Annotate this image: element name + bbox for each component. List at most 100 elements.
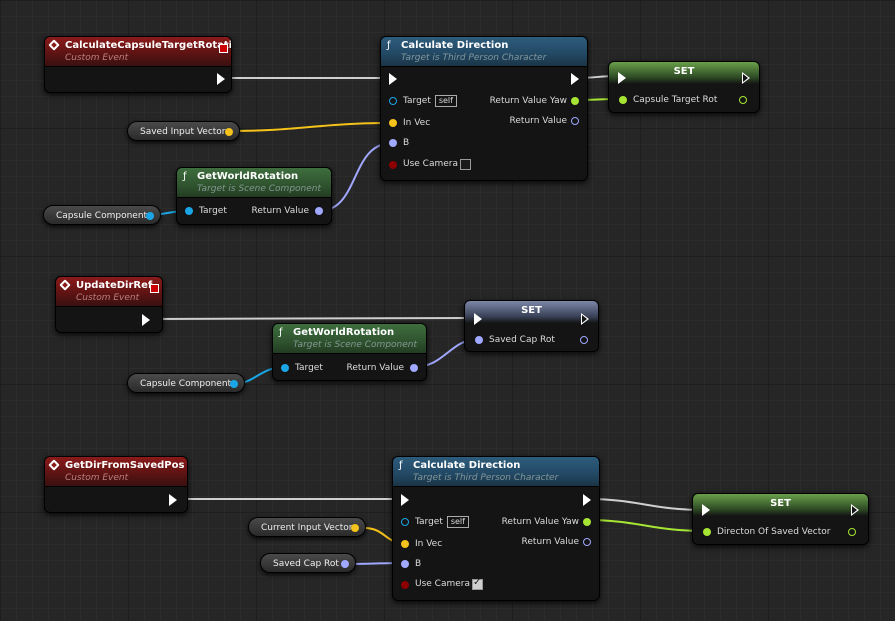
target-label: Target [199,206,227,216]
float-out-pin[interactable] [571,97,579,105]
getter-label: Saved Cap Rot [273,559,339,569]
use-camera-label: Use Camera [403,159,458,169]
function-node-header: ƒ GetWorldRotation Target is Scene Compo… [273,324,426,354]
event-node-header: UpdateDirRef Custom Event [56,277,162,307]
self-default: self [446,516,469,528]
vector-out-pin[interactable] [583,538,591,546]
exec-out-pin[interactable] [142,314,150,326]
variable-label: Saved Cap Rot [489,335,555,345]
get-world-rotation-node[interactable]: ƒ GetWorldRotation Target is Scene Compo… [272,323,427,381]
event-subtitle: Custom Event [76,293,140,303]
variable-label: Capsule Target Rot [633,95,718,105]
vector-wire [229,122,393,132]
in-vec-label: In Vec [403,118,431,128]
b-pin[interactable] [389,139,397,147]
function-icon: ƒ [399,460,403,471]
target-label: Target [295,363,323,373]
target-in-pin[interactable] [401,518,409,526]
return-value-yaw-label: Return Value Yaw [501,517,579,527]
function-title: GetWorldRotation [197,171,299,182]
in-vec-pin[interactable] [401,540,409,548]
event-node-update-dir-ref[interactable]: UpdateDirRef Custom Event [55,276,163,333]
event-node-calculate-capsule-target-rotation[interactable]: CalculateCapsuleTargetRotation Custom Ev… [44,36,232,93]
float-in-pin[interactable] [619,96,627,104]
getter-saved-input-vector[interactable]: Saved Input Vector [127,121,240,141]
getter-label: Saved Input Vector [140,127,226,137]
function-icon: ƒ [183,171,187,182]
vector-out-pin[interactable] [225,128,233,136]
event-title: CalculateCapsuleTargetRotation [65,40,232,51]
exec-out-pin[interactable] [571,73,579,85]
getter-saved-cap-rot[interactable]: Saved Cap Rot [260,553,356,573]
event-icon [59,279,71,291]
rotator-in-pin[interactable] [475,336,483,344]
function-subtitle: Target is Third Person Character [413,473,559,483]
target-in-pin[interactable] [281,364,289,372]
return-value-label: Return Value [251,206,309,216]
event-title: UpdateDirRef [76,280,153,291]
getter-label: Capsule Component [140,379,232,389]
exec-out-pin[interactable] [851,504,859,516]
event-icon [48,459,60,471]
object-out-pin[interactable] [146,212,154,220]
exec-out-pin[interactable] [742,72,750,84]
getter-capsule-component[interactable]: Capsule Component [127,373,245,393]
use-camera-checkbox[interactable] [472,577,483,590]
function-subtitle: Target is Scene Component [197,184,322,194]
function-title: Calculate Direction [401,40,509,51]
getter-current-input-vector[interactable]: Current Input Vector [248,517,366,537]
getter-label: Current Input Vector [261,523,353,533]
function-icon: ƒ [387,40,391,51]
event-node-get-dir-from-saved-pos[interactable]: GetDirFromSavedPos Custom Event [44,456,188,513]
use-camera-pin[interactable] [389,161,397,169]
object-out-pin[interactable] [230,380,238,388]
function-node-header: ƒ GetWorldRotation Target is Scene Compo… [177,168,331,198]
float-out-pin[interactable] [739,96,747,104]
use-camera-checkbox[interactable] [460,159,471,170]
use-camera-pin[interactable] [401,581,409,589]
float-out-pin[interactable] [583,518,591,526]
event-title: GetDirFromSavedPos [65,460,185,471]
getter-capsule-component[interactable]: Capsule Component [43,205,161,225]
event-icon [48,39,60,51]
self-default: self [434,95,457,107]
exec-in-pin[interactable] [618,72,626,84]
event-subtitle: Custom Event [65,53,129,63]
exec-out-pin[interactable] [581,313,589,325]
exec-wire [585,498,706,511]
exec-in-pin[interactable] [474,313,482,325]
float-in-pin[interactable] [703,528,711,536]
float-out-pin[interactable] [848,528,856,536]
exec-in-pin[interactable] [389,73,397,85]
return-value-yaw-label: Return Value Yaw [489,96,567,106]
rotator-out-pin[interactable] [315,207,323,215]
in-vec-label: In Vec [415,539,443,549]
exec-wire [151,317,479,320]
calculate-direction-node-2[interactable]: ƒ Calculate Direction Target is Third Pe… [392,456,600,601]
function-subtitle: Target is Scene Component [293,340,418,350]
in-vec-pin[interactable] [389,119,397,127]
b-pin[interactable] [401,560,409,568]
function-title: GetWorldRotation [293,327,395,338]
rotator-out-pin[interactable] [341,560,349,568]
calculate-direction-node-1[interactable]: ƒ Calculate Direction Target is Third Pe… [380,36,588,181]
target-in-pin[interactable] [389,97,397,105]
exec-in-pin[interactable] [401,494,409,506]
exec-in-pin[interactable] [702,504,710,516]
rotator-out-pin[interactable] [410,364,418,372]
set-saved-cap-rot-node[interactable]: SET Saved Cap Rot [464,300,599,352]
get-world-rotation-node[interactable]: ƒ GetWorldRotation Target is Scene Compo… [176,167,332,225]
set-directon-of-saved-vector-node[interactable]: SET Directon Of Saved Vector [692,493,869,545]
delegate-pin-icon[interactable] [150,284,159,293]
set-capsule-target-rot-node[interactable]: SET Capsule Target Rot [608,61,760,113]
target-in-pin[interactable] [185,207,193,215]
delegate-pin-icon[interactable] [219,44,228,53]
vector-out-pin[interactable] [571,117,579,125]
rotator-out-pin[interactable] [580,336,588,344]
vector-out-pin[interactable] [351,524,359,532]
exec-out-pin[interactable] [217,73,225,85]
exec-out-pin[interactable] [583,494,591,506]
exec-out-pin[interactable] [169,494,177,506]
